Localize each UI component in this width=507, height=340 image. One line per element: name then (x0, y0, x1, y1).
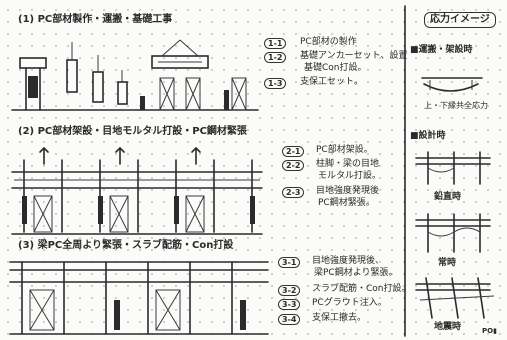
step1-item1-label: 1-1 (264, 38, 287, 49)
logo-mark: PO▮ (482, 327, 497, 335)
step3-item2-text: スラブ配筋・Con打設。 (312, 284, 411, 294)
sidebar-section-transport: ■運搬・架設時 (410, 45, 473, 55)
step1-item2-text-cont: 基礎Con打設。 (304, 63, 367, 73)
step2-item2-text-cont: モルタル打設。 (318, 171, 382, 181)
pc-beam-left (19, 57, 47, 69)
step2-item3-label: 2-3 (282, 187, 305, 198)
step2-item3-text: 目地強度発現後 (316, 186, 380, 196)
step2-item1-text: PC部材架設。 (316, 145, 373, 155)
sidebar-caption-transport: 上・下縁共全応力 (424, 101, 488, 110)
sidebar-case-seismic: 地震時 (434, 322, 462, 332)
step2-drawing (11, 146, 263, 235)
step2-item3-text-cont: PC鋼材緊張。 (318, 198, 375, 208)
step3-item1-text: 目地強度発現後、 (312, 256, 385, 266)
step3-item4-label: 3-4 (278, 314, 301, 325)
sidebar-case-vertical: 鉛直時 (434, 192, 462, 202)
sidebar-sketches (415, 77, 495, 319)
step3-item1-label: 3-1 (278, 257, 301, 268)
sidebar-title: 応力イメージ (424, 12, 496, 28)
step1-item3-text: 支保工セット。 (300, 77, 363, 87)
step3-item3-text: PCグラウト注入。 (312, 298, 387, 308)
step3-item2-label: 3-2 (278, 285, 301, 296)
step2-heading: (2) PC部材架設・目地モルタル打設・PC鋼材緊張 (18, 126, 247, 137)
step1-item2-label: 1-2 (264, 52, 287, 63)
step2-item2-label: 2-2 (282, 160, 305, 171)
sidebar-section-design: ■設計時 (410, 131, 446, 141)
pc-column-left (28, 76, 38, 98)
step1-item3-label: 1-3 (264, 78, 287, 89)
step2-item1-label: 2-1 (282, 146, 305, 157)
lifted-beam (151, 55, 209, 69)
step3-item3-label: 3-3 (278, 299, 301, 310)
step2-item2-text: 柱脚・梁の目地 (316, 159, 380, 169)
step3-item1-text-cont: 梁PC鋼材より緊張。 (314, 268, 398, 278)
step1-item1-text: PC部材の製作 (300, 37, 357, 47)
step3-heading: (3) 梁PC全周より緊張・スラブ配筋・Con打設 (18, 240, 234, 251)
step1-item2-text: 基礎アンカーセット、設置 (300, 51, 408, 61)
step1-drawing (11, 39, 259, 111)
sidebar-case-normal: 常時 (438, 258, 457, 268)
step3-drawing (9, 261, 269, 335)
step3-item4-text: 支保工撤去。 (312, 313, 367, 323)
step1-heading: (1) PC部材製作・運搬・基礎工事 (18, 14, 173, 25)
